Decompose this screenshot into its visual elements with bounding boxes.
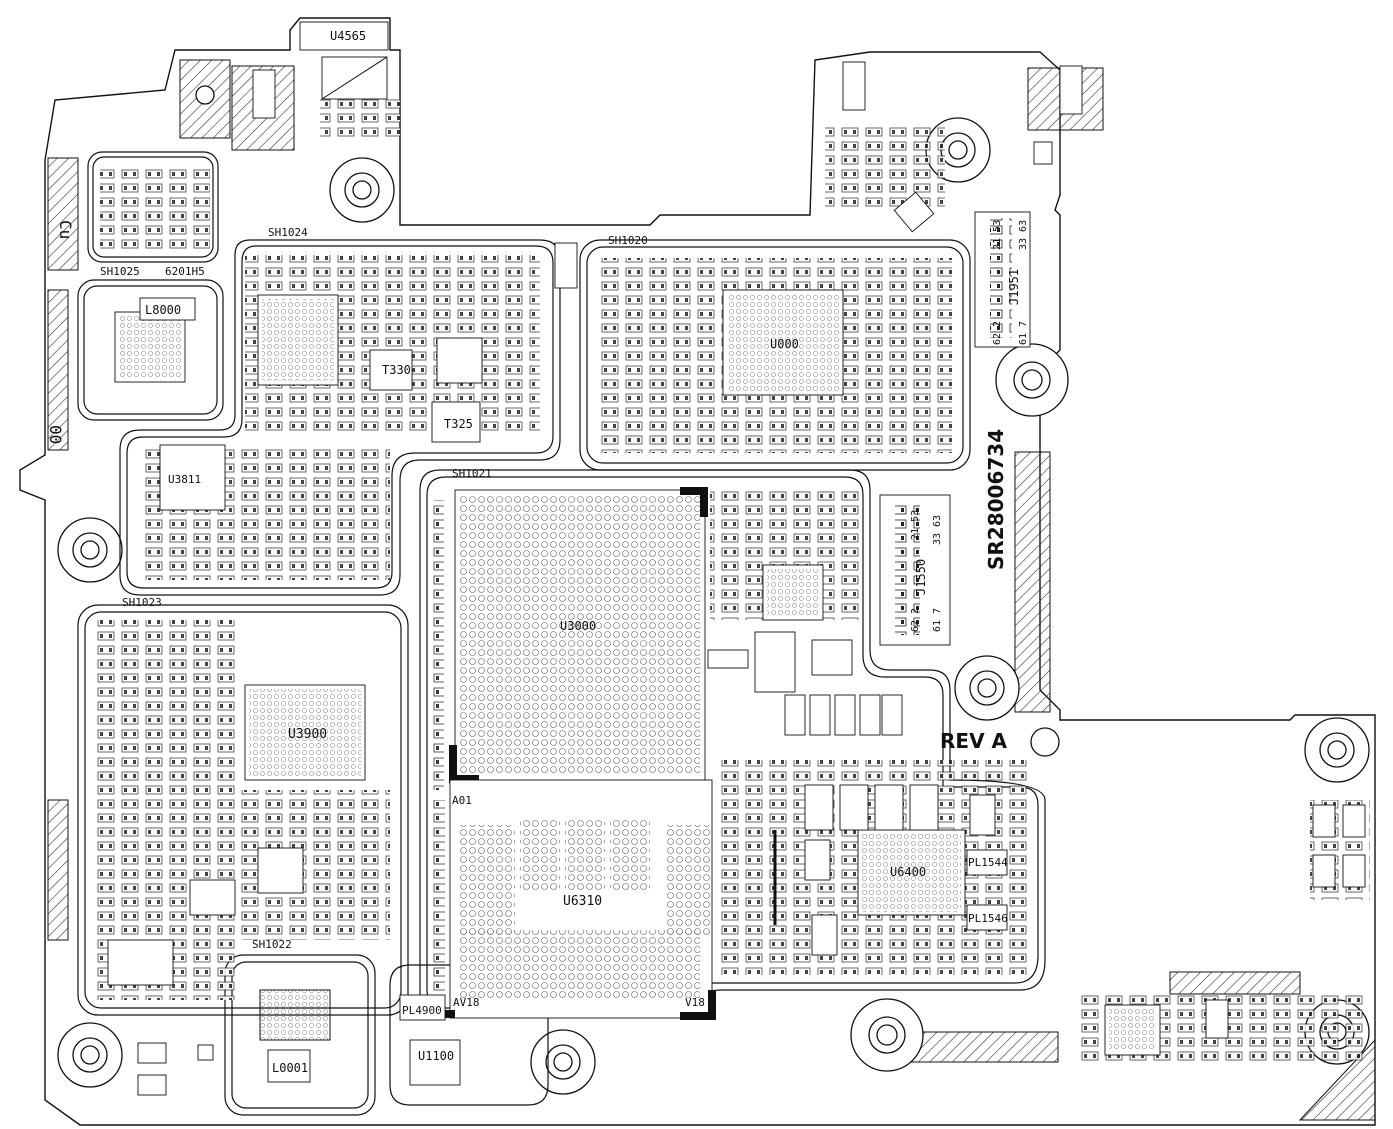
connector-label-j1550: J1550 xyxy=(914,559,928,595)
pin-mark-av18: AV18 xyxy=(453,996,480,1009)
chip-label-u6310: U6310 xyxy=(563,894,602,909)
layer-mark: Cu xyxy=(56,220,75,239)
shield-label-sh1023: SH1023 xyxy=(122,596,162,609)
shield-label-sh1025: SH1025 xyxy=(100,265,140,278)
board-revision: REV A xyxy=(940,729,1008,753)
chip-label-u3811: U3811 xyxy=(168,473,201,486)
connector-pin-j1550-a: 21 53 xyxy=(910,510,921,540)
text-labels: SR28006734 REV A Cu 00 SH1024 SH1020 SH1… xyxy=(46,29,1029,1075)
connector-pin-j1550-c: 62 2 xyxy=(910,608,921,632)
board-outline xyxy=(19,17,1376,1126)
chip-label-pl1544: PL1544 xyxy=(968,856,1008,869)
chip-label-pl1546: PL1546 xyxy=(968,912,1008,925)
connector-pin-j1550-b: 33 63 xyxy=(932,515,943,545)
chip-label-u6400: U6400 xyxy=(890,865,926,879)
chip-label-u3000: U3000 xyxy=(560,619,596,633)
connector-label-j1951: J1951 xyxy=(1007,269,1021,305)
chip-label-u3900: U3900 xyxy=(288,727,327,742)
chip-label-u4565: U4565 xyxy=(330,29,366,43)
chip-label-t330: T330 xyxy=(382,363,411,377)
shield-label-sh1022: SH1022 xyxy=(252,938,292,951)
chip-label-pl4900: PL4900 xyxy=(402,1004,442,1017)
chip-label-6201h5: 6201H5 xyxy=(165,265,205,278)
shield-label-sh1020: SH1020 xyxy=(608,234,648,247)
pin-mark-a01: A01 xyxy=(452,794,472,807)
chip-label-u1100: U1100 xyxy=(418,1049,454,1063)
chip-label-u0000: U000 xyxy=(770,337,799,351)
bga-chips xyxy=(114,289,1161,1086)
chip-label-l8000: L8000 xyxy=(145,303,181,317)
connector-pin-j1550-d: 61 7 xyxy=(932,608,943,632)
misc-parts xyxy=(107,21,1366,1096)
connectors xyxy=(879,211,1031,646)
side-mark: 00 xyxy=(46,425,65,444)
shield-label-sh1021: SH1021 xyxy=(452,467,492,480)
connector-pin-j1951-b: 33 63 xyxy=(1018,220,1029,250)
board-serial: SR28006734 xyxy=(984,429,1008,570)
chip-label-l0001: L0001 xyxy=(272,1061,308,1075)
pin-mark-v18: V18 xyxy=(685,996,705,1009)
chip-label-t325: T325 xyxy=(444,417,473,431)
connector-pin-j1951-a: 21 53 xyxy=(992,220,1003,250)
shield-label-sh1024: SH1024 xyxy=(268,226,308,239)
shield-outlines xyxy=(77,151,1046,1116)
connector-pin-j1951-d: 61 7 xyxy=(1018,321,1029,345)
connector-pin-j1951-c: 62 2 xyxy=(992,321,1003,345)
